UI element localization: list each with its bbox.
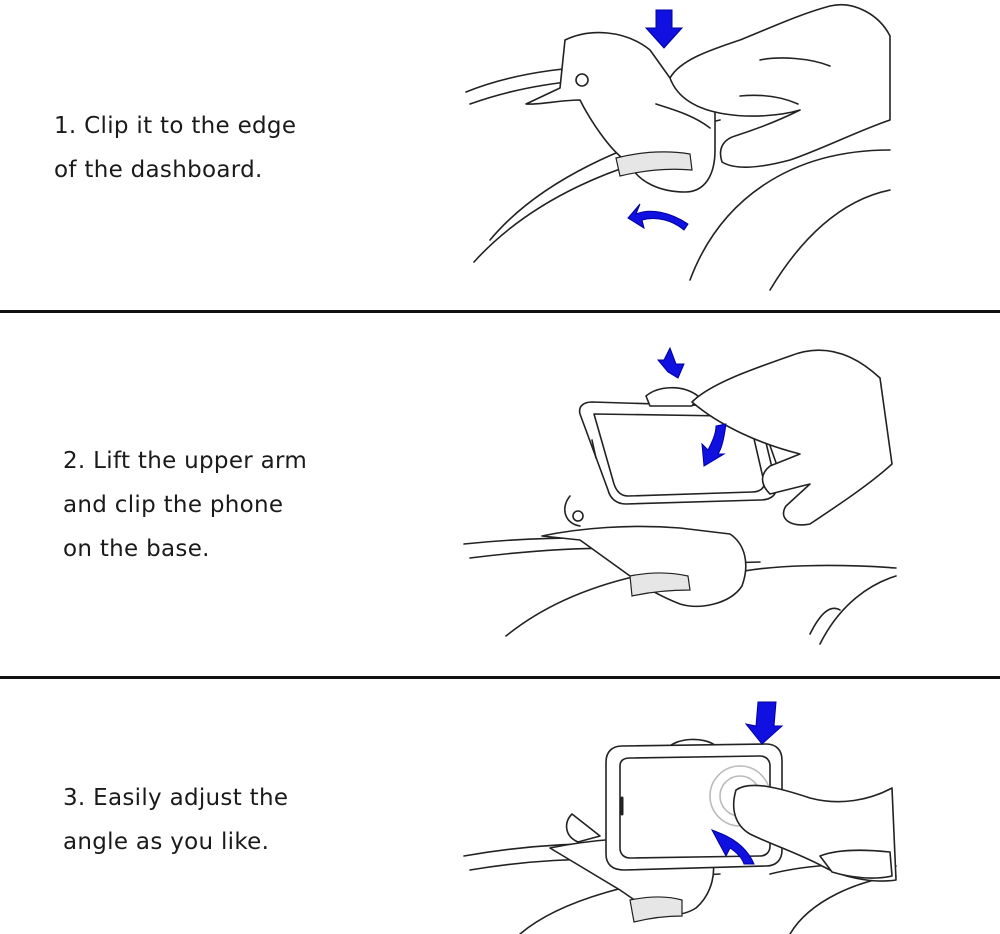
clip-onto-dashboard-illustration — [465, 3, 891, 291]
step-2-line-2: and clip the phone — [63, 492, 284, 518]
step-3-line-2: angle as you like. — [63, 829, 270, 855]
step-1-line-2: of the dashboard. — [54, 157, 263, 183]
step-2-caption: 2. Lift the upper arm and clip the phone… — [63, 439, 307, 571]
step-3-panel: 3. Easily adjust the angle as you like. — [0, 680, 1000, 934]
step-1-panel: 1. Clip it to the edge of the dashboard. — [0, 0, 1000, 310]
push-down-arrow — [644, 9, 684, 49]
step-2-panel: 2. Lift the upper arm and clip the phone… — [0, 314, 1000, 676]
adjust-angle-illustration — [463, 701, 897, 934]
section-divider — [0, 676, 1000, 679]
section-divider — [0, 310, 1000, 313]
tilt-down-arrow — [744, 701, 784, 745]
rotate-arrow — [710, 829, 755, 865]
step-3-caption: 3. Easily adjust the angle as you like. — [63, 776, 288, 864]
step-1-caption: 1. Clip it to the edge of the dashboard. — [54, 104, 296, 192]
step-3-line-1: 3. Easily adjust the — [63, 785, 289, 811]
insert-phone-illustration — [463, 346, 897, 645]
step-2-line-3: on the base. — [63, 536, 210, 562]
step-1-line-1: 1. Clip it to the edge — [54, 113, 297, 139]
push-in-arrow — [701, 423, 727, 467]
rotate-arrow — [627, 203, 689, 231]
lift-up-arrow — [656, 346, 685, 379]
step-2-line-1: 2. Lift the upper arm — [63, 448, 308, 474]
